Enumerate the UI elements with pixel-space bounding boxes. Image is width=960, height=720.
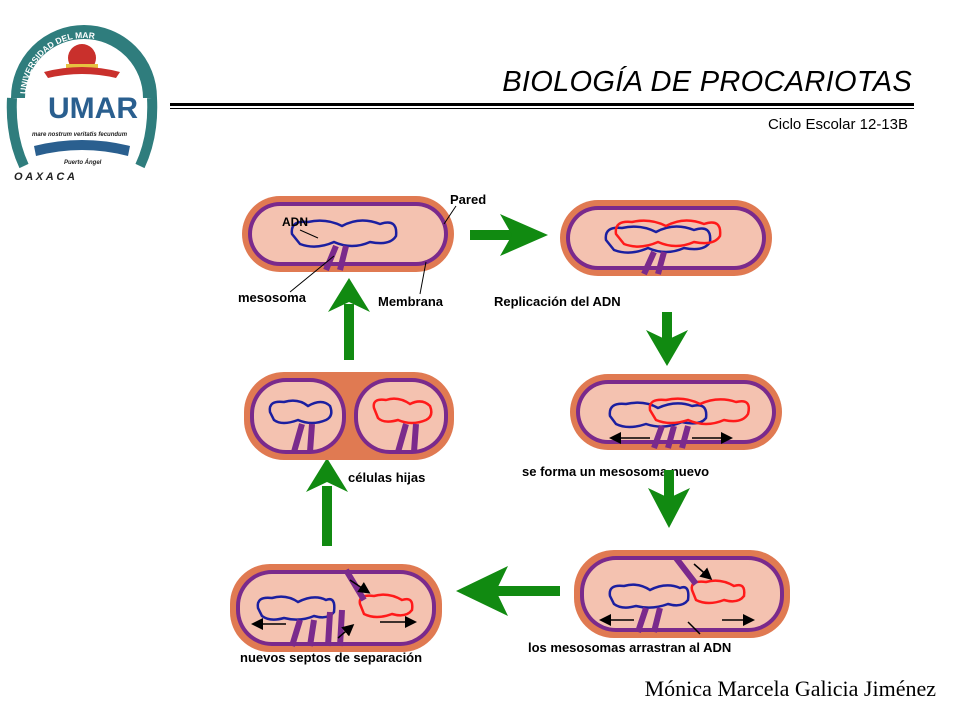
arrow-up	[306, 458, 348, 546]
logo-state: O A X A C A	[14, 171, 75, 182]
cell-6	[244, 372, 454, 460]
cell-4	[574, 550, 790, 638]
logo-campus: Puerto Ángel	[64, 159, 102, 166]
label-adn: ADN	[282, 215, 308, 229]
logo-motto: mare nostrum veritatis fecundum	[32, 132, 128, 138]
author-name: Mónica Marcela Galicia Jiménez	[644, 676, 936, 701]
label-step5: nuevos septos de separación	[240, 650, 422, 665]
logo-letters: UMAR	[48, 92, 138, 125]
title-rule-thin	[170, 108, 914, 109]
university-logo: UNIVERSIDAD DEL MAR UMAR mare nostrum ve…	[6, 25, 158, 182]
cell-5	[230, 564, 442, 652]
label-step2: Replicación del ADN	[494, 294, 621, 309]
page-subtitle: Ciclo Escolar 12-13B	[767, 116, 908, 133]
label-step6: células hijas	[348, 470, 425, 485]
page-title: BIOLOGÍA DE PROCARIOTAS	[502, 66, 912, 98]
cell-2	[560, 200, 772, 276]
title-rule	[170, 103, 914, 106]
label-pared: Pared	[450, 192, 486, 207]
label-mesosoma: mesosoma	[238, 290, 307, 305]
arrow-down-2	[648, 470, 690, 528]
label-step4: los mesosomas arrastran al ADN	[528, 640, 731, 655]
binary-fission-diagram: ADN Pared mesosoma Membrana Replicación …	[230, 192, 790, 665]
arrow-down	[646, 312, 688, 366]
label-step3: se forma un mesosoma nuevo	[522, 464, 709, 479]
label-membrana: Membrana	[378, 294, 444, 309]
cell-3	[570, 374, 782, 450]
arrow-right	[470, 214, 548, 256]
cell-1	[242, 196, 454, 272]
arrow-left	[456, 566, 560, 616]
arrow-up-2	[328, 278, 370, 360]
